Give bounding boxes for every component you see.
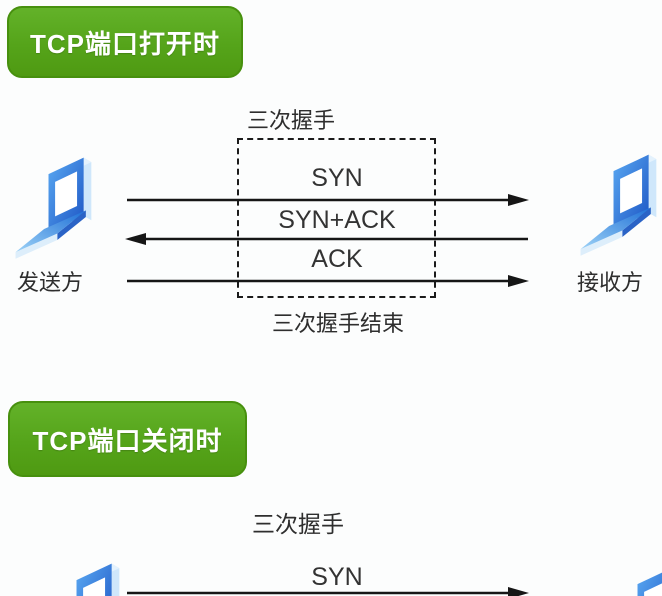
receiver-laptop-icon-closed	[604, 567, 662, 596]
receiver-label: 接收方	[576, 270, 643, 295]
closed-port-badge-label: TCP端口关闭时	[32, 425, 223, 456]
synack-message-label: SYN+ACK	[278, 206, 396, 234]
handshake-label-open: 三次握手	[247, 108, 336, 133]
ack-message-label: ACK	[311, 245, 363, 273]
receiver-laptop-icon	[580, 154, 657, 256]
syn-arrow	[127, 194, 529, 206]
sender-laptop-icon	[15, 157, 92, 259]
closed-port-badge: TCP端口关闭时	[8, 401, 247, 477]
syn-message-label: SYN	[311, 164, 363, 192]
syn-arrow-closed	[127, 587, 529, 596]
handshake-end-label: 三次握手结束	[272, 311, 405, 336]
sender-label: 发送方	[16, 270, 83, 295]
syn-message-label-closed: SYN	[311, 563, 363, 591]
open-port-badge: TCP端口打开时	[7, 6, 243, 78]
sender-laptop-icon-closed	[43, 563, 120, 596]
ack-arrow	[127, 275, 529, 287]
handshake-label-closed: 三次握手	[252, 511, 344, 537]
handshake-dashed-box	[237, 138, 436, 298]
synack-arrow	[125, 233, 528, 245]
open-port-badge-label: TCP端口打开时	[29, 28, 220, 59]
